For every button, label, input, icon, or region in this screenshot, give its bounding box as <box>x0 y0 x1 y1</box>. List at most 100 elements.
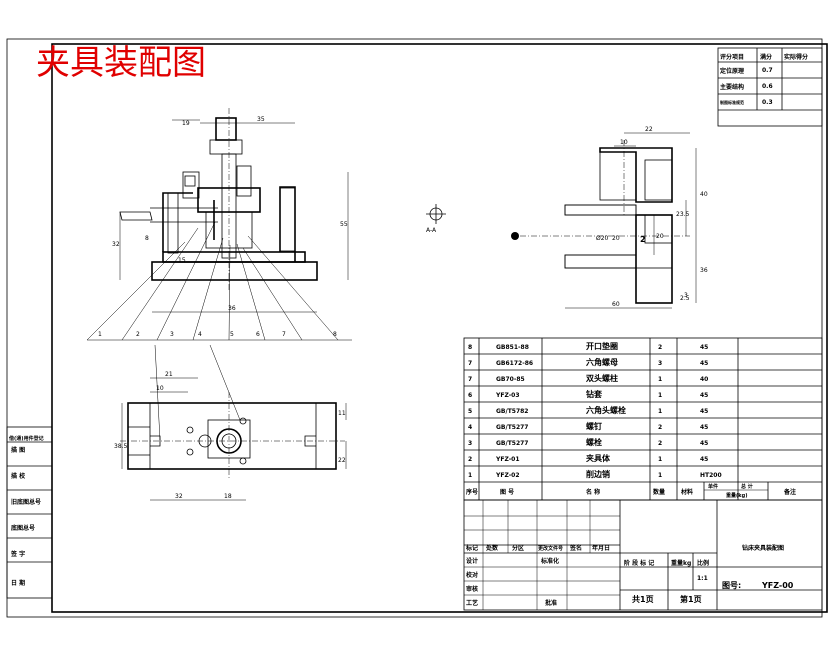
bom-row-material: 45 <box>700 344 708 351</box>
dim-label: 32 <box>112 241 120 248</box>
drawing-title: 夹具装配图 <box>36 43 206 83</box>
role-label: 审核 <box>466 585 478 593</box>
dim-label: 55 <box>340 221 348 228</box>
dim-label: 10 <box>156 385 164 392</box>
drawing-no-label: 图号: <box>722 581 741 590</box>
bom-row-name: 双头螺柱 <box>586 373 618 383</box>
bom-row-qty: 1 <box>658 376 662 383</box>
stage-label: 阶 段 标 记 <box>624 559 654 567</box>
bom-header-mat: 材料 <box>680 488 693 496</box>
rev-col: 标记 <box>465 544 478 552</box>
bom-row-name: 六角螺母 <box>586 357 618 367</box>
score-header-full: 满分 <box>760 53 772 61</box>
section-symbol: A-A <box>426 204 446 234</box>
bom-header-remark: 备注 <box>783 488 796 496</box>
bom-row-material: 45 <box>700 456 708 463</box>
bom-row-no: 6 <box>468 392 472 399</box>
dim-label: 20 <box>656 233 664 240</box>
bom-row-qty: 1 <box>658 472 662 479</box>
bom-row-name: 六角头螺栓 <box>586 405 626 415</box>
dim-label: 15 <box>178 257 186 264</box>
bom-row-no: 7 <box>468 376 472 383</box>
score-row-full: 0.6 <box>762 83 773 90</box>
role-label: 设计 <box>466 557 478 565</box>
score-table: 评分项目 满分 实际得分 定位原理 0.7 主要结构 0.6 制图标准规范 0.… <box>717 47 823 127</box>
dim-label: 36 <box>228 305 236 312</box>
dim-label: 22 <box>338 457 346 464</box>
section-label: A-A <box>426 227 437 234</box>
dim-label: 60 <box>612 301 620 308</box>
dim-label: 8 <box>145 235 149 242</box>
score-row-full: 0.7 <box>762 67 773 74</box>
callout-number: 5 <box>230 331 234 338</box>
rev-col: 分区 <box>512 544 524 552</box>
left-label: 借(通)用件登记 <box>8 435 44 442</box>
left-label: 日 期 <box>11 579 25 587</box>
outer-border <box>6 38 823 618</box>
bom-row-name: 钻套 <box>586 389 603 399</box>
bom-row-no: 2 <box>468 456 472 463</box>
bom-row-no: 4 <box>468 424 472 431</box>
bom-row-code: GB/T5277 <box>496 424 528 431</box>
weight-label: 重量kg <box>671 559 691 567</box>
bom-row-no: 5 <box>468 408 472 415</box>
left-label: 旧底图总号 <box>11 498 41 506</box>
bom-row-code: GB6172-86 <box>496 360 533 367</box>
score-row-item: 主要结构 <box>720 83 744 91</box>
dim-label: 35 <box>257 116 265 123</box>
bom-row-material: 45 <box>700 408 708 415</box>
callout-group: 1 2 3 4 5 6 7 8 <box>86 221 352 341</box>
bom-row-name: 螺栓 <box>586 437 602 447</box>
bom-row-code: GB70-85 <box>496 376 525 383</box>
angle-mark: 3 <box>684 292 688 299</box>
top-view: 10 21 38.5 32 18 11 22 <box>114 344 347 501</box>
left-label: 描 图 <box>11 446 25 454</box>
dim-label: 2.5 <box>680 295 690 302</box>
dim-label: 21 <box>165 371 173 378</box>
bom-row-code: YFZ-01 <box>495 456 520 463</box>
bom-header-name: 名 称 <box>586 488 600 496</box>
dim-label: 40 <box>700 191 708 198</box>
bom-row-name: 螺钉 <box>586 421 602 431</box>
callout-number: 7 <box>282 331 286 338</box>
bom-row-no: 7 <box>468 360 472 367</box>
bom-row-material: 45 <box>700 424 708 431</box>
bom-row-qty: 1 <box>658 408 662 415</box>
callout-number: 4 <box>198 331 202 338</box>
bom-row-code: YFZ-02 <box>495 472 520 479</box>
bom-row-qty: 1 <box>658 456 662 463</box>
bom-header-total: 总 计 <box>741 483 753 490</box>
dim-label: 18 <box>224 493 232 500</box>
bom-row-qty: 2 <box>658 344 662 351</box>
role-label: 校对 <box>466 571 478 579</box>
bom-header-qty: 数量 <box>653 488 665 496</box>
bom-row-no: 8 <box>468 344 472 351</box>
bom-row-code: GB851-88 <box>496 344 529 351</box>
rev-col: 更改文件号 <box>538 545 563 552</box>
bom-header-unit: 单件 <box>708 483 718 490</box>
bom-row-qty: 2 <box>658 440 662 447</box>
callout-number: 3 <box>170 331 174 338</box>
approve-label: 批准 <box>545 599 557 607</box>
section-mark: 2 <box>640 235 646 244</box>
sheet-count: 共1页 <box>632 594 654 604</box>
drawing-name: 钻床夹具装配图 <box>742 544 784 552</box>
bom-row-name: 开口垫圈 <box>586 341 618 351</box>
inner-frame <box>51 43 828 613</box>
std-label: 标准化 <box>540 557 559 565</box>
drawing-no: YFZ-00 <box>761 581 794 590</box>
rev-col: 签名 <box>569 544 582 552</box>
dim-label: 10 <box>620 139 628 146</box>
bom-row-name: 夹具体 <box>586 453 611 463</box>
bom-row-code: GB/T5277 <box>496 440 528 447</box>
bom-header-code: 图 号 <box>500 488 514 496</box>
score-header-actual: 实际得分 <box>784 53 808 61</box>
left-label: 描 校 <box>11 472 26 480</box>
role-label: 工艺 <box>466 599 478 607</box>
bom-row-code: GB/T5782 <box>496 408 528 415</box>
bom-row-material: 45 <box>700 360 708 367</box>
bom-row-no: 3 <box>468 440 472 447</box>
bom-row-material: 40 <box>700 376 708 383</box>
